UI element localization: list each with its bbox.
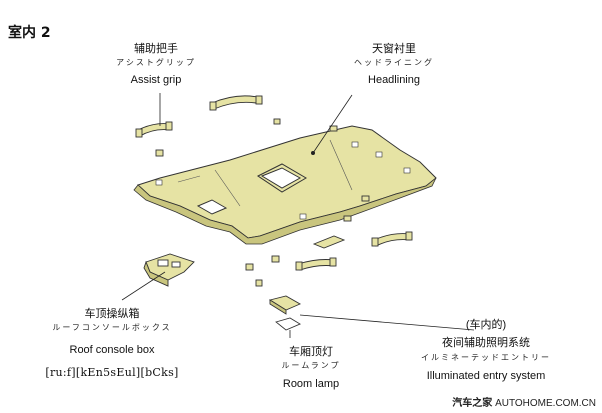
leader-lines xyxy=(121,93,475,338)
page-title: 室内 2 xyxy=(8,25,51,41)
lower-grip-parts xyxy=(245,195,413,287)
room-lamp-part xyxy=(268,295,302,331)
assist-grip-zh: 辅助把手 xyxy=(134,42,178,55)
assist-grip-ja: アシストグリップ xyxy=(116,58,196,67)
headlining-ja: ヘッドライニング xyxy=(354,58,434,67)
assist-grip-parts xyxy=(135,95,338,157)
roof-console-en: Roof console box xyxy=(69,344,155,356)
watermark: 汽车之家 AUTOHOME.COM.CN xyxy=(452,394,596,409)
headlining-panel xyxy=(133,125,437,245)
headlining-en: Headlining xyxy=(368,74,420,86)
roof-console-box-part xyxy=(143,253,195,287)
assist-grip-en: Assist grip xyxy=(130,74,182,86)
headlining-pointer xyxy=(311,151,315,155)
room-lamp-en: Room lamp xyxy=(282,378,340,390)
roof-console-ja: ルーフコンソールボックス xyxy=(52,323,172,332)
illuminated-ja: イルミネーテッドエントリー xyxy=(421,353,551,362)
roof-console-ipa: [ru:f][kEn5sEul][bCks] xyxy=(45,366,179,379)
room-lamp-zh: 车厢顶灯 xyxy=(289,345,333,358)
headlining-zh: 天窗衬里 xyxy=(372,42,416,55)
watermark-brand: 汽车之家 xyxy=(452,398,493,409)
illuminated-prefix: (车内的) xyxy=(465,319,507,331)
room-lamp-ja: ルームランプ xyxy=(281,361,341,370)
illuminated-zh: 夜间辅助照明系统 xyxy=(442,336,530,349)
roof-console-zh: 车顶操纵箱 xyxy=(84,307,140,320)
watermark-site: AUTOHOME.COM.CN xyxy=(495,398,596,409)
illuminated-en: Illuminated entry system xyxy=(426,370,546,382)
